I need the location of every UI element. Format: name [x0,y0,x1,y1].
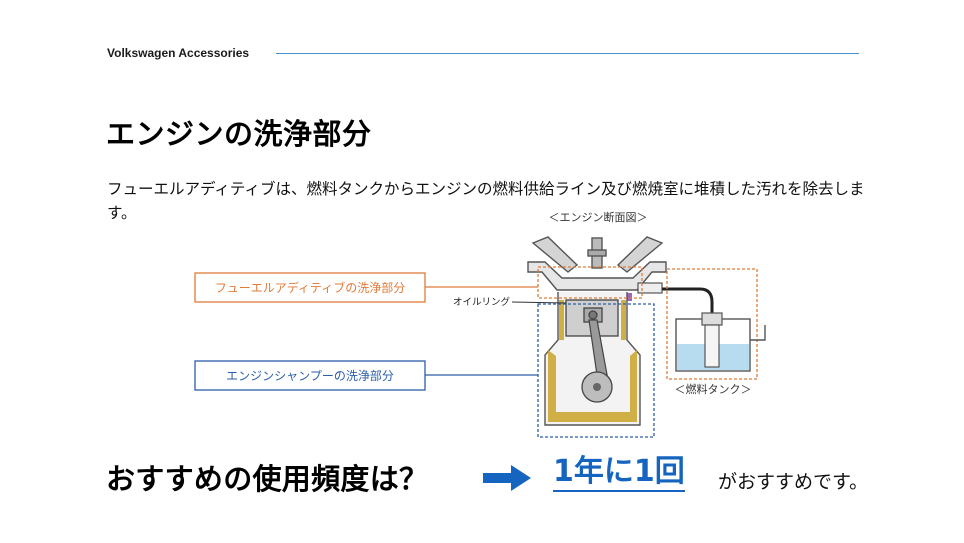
page-title: エンジンの洗浄部分 [106,117,372,151]
recommended-frequency: 1年に1回 [553,455,685,492]
right-arrow-icon [483,465,531,491]
brand-label: Volkswagen Accessories [107,46,250,60]
fuel-additive-callout-label: フューエルアディティブの洗浄部分 [215,280,405,295]
description-text: フューエルアディティブは、燃料タンクからエンジンの燃料供給ライン及び燃焼室に堆積… [107,180,865,222]
engine-cross-section-diagram: ＜エンジン断面図＞ オイルリング ＜燃料 [194,210,766,438]
fuel-tank-area-outline [666,268,758,380]
oil-ring-label: オイルリング [453,296,511,308]
engine-shampoo-callout-label: エンジンシャンプーの洗浄部分 [226,368,394,383]
fuel-tank [675,312,766,372]
header-rule [276,53,859,54]
engine-head [527,236,667,291]
diagram-caption: ＜エンジン断面図＞ [549,210,648,224]
frequency-question: おすすめの使用頻度は？ [106,462,429,496]
recommendation-tail: がおすすめです。 [718,471,869,493]
fuel-tank-caption: ＜燃料タンク＞ [675,382,752,396]
fuel-line [662,287,714,318]
engine-shampoo-area-outline [537,303,655,438]
fuel-additive-area-outline [537,266,643,299]
oil-ring-pointer [511,301,567,304]
sludge-deposit [548,350,637,422]
